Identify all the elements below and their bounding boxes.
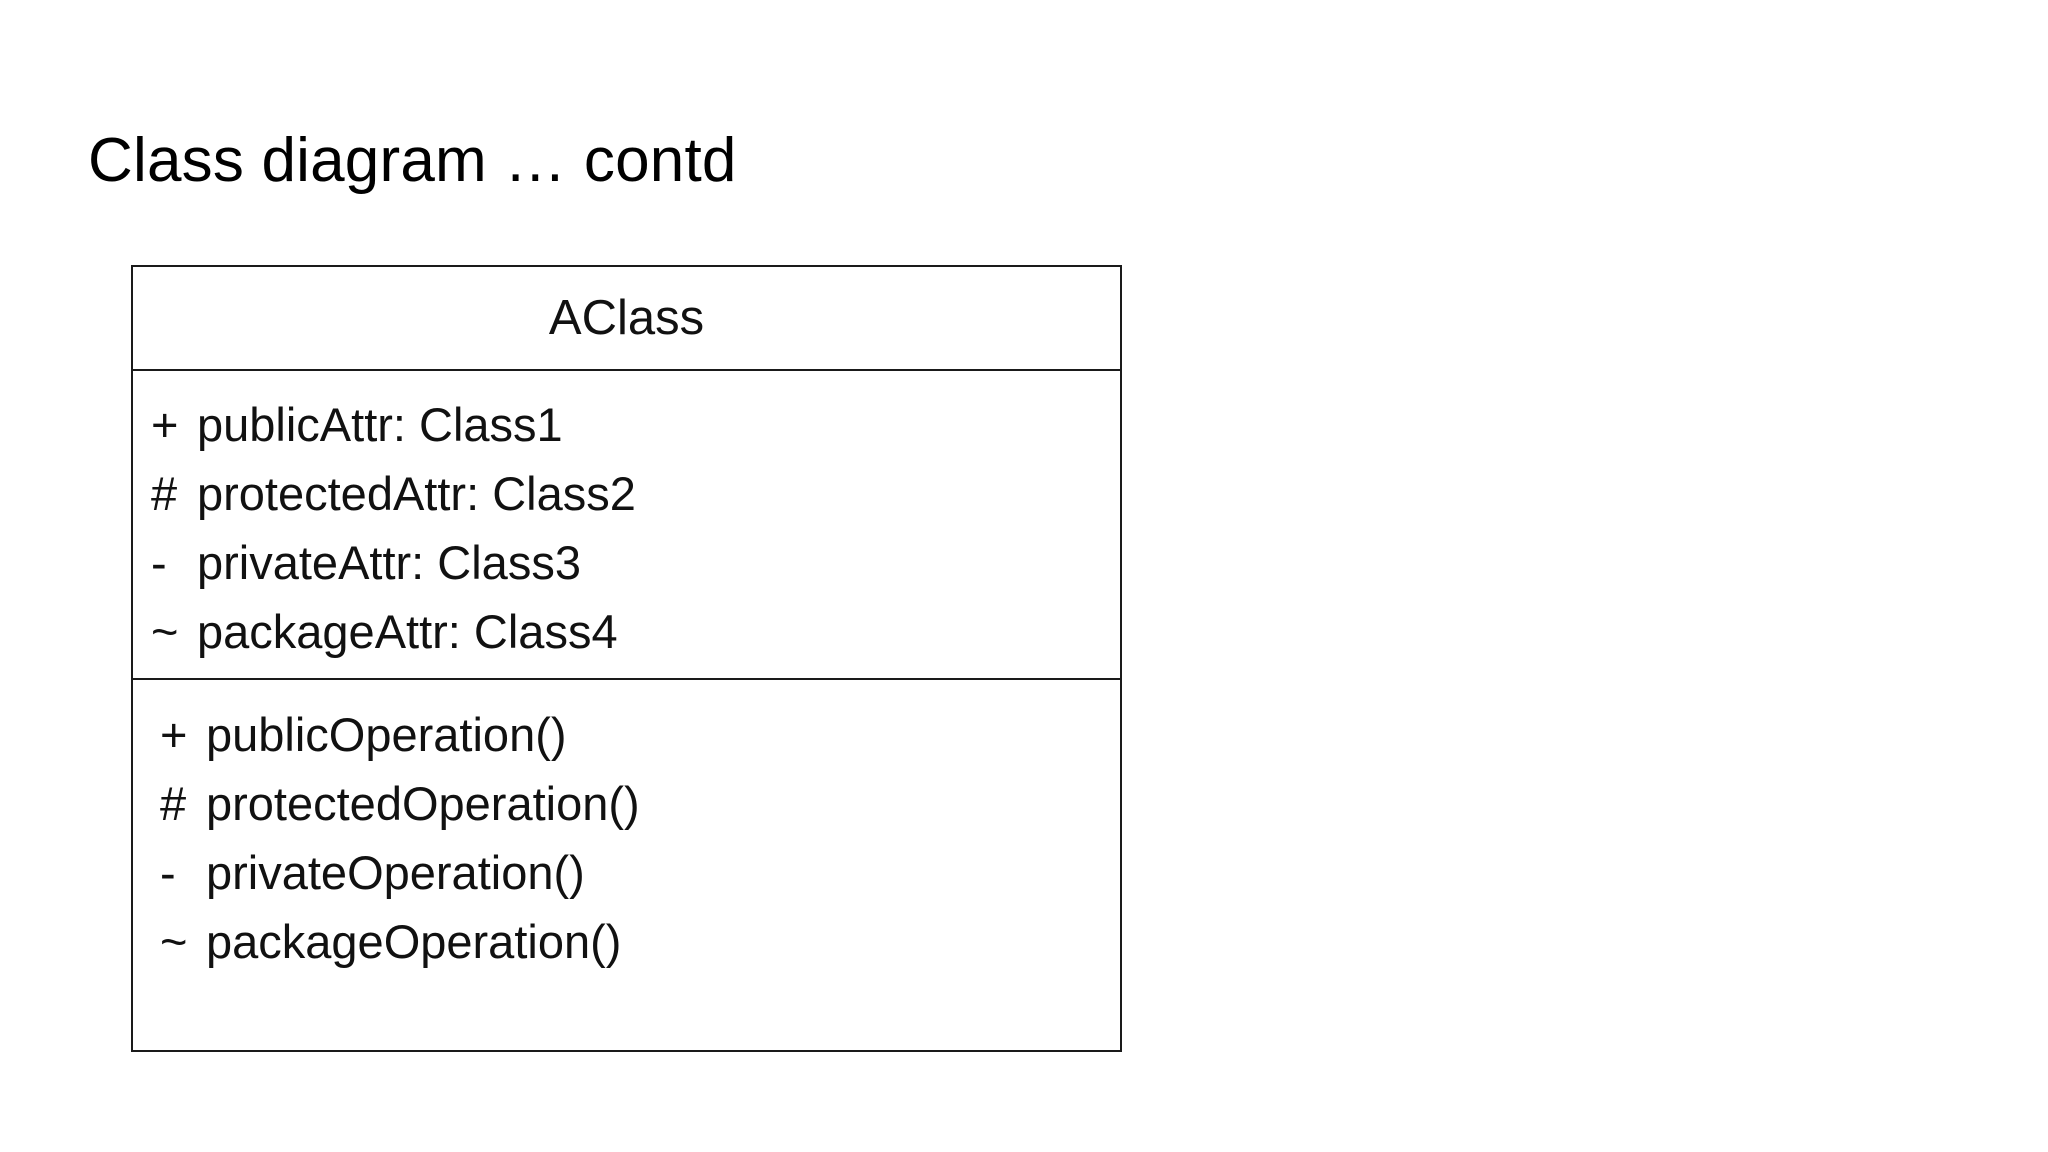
visibility-marker-public: + <box>160 708 188 761</box>
uml-operation-label: publicOperation() <box>206 708 567 761</box>
uml-operation-label: packageOperation() <box>206 915 622 968</box>
uml-attribute-label: packageAttr: Class4 <box>197 605 618 658</box>
uml-class-box: AClass + publicAttr: Class1 # protectedA… <box>131 265 1122 1052</box>
visibility-marker-package: ~ <box>160 915 188 968</box>
uml-attributes-compartment: + publicAttr: Class1 # protectedAttr: Cl… <box>133 371 1120 680</box>
uml-operation-row: ~ packageOperation() <box>133 907 1120 976</box>
uml-attribute-label: publicAttr: Class1 <box>197 398 563 451</box>
uml-operation-label: privateOperation() <box>206 846 585 899</box>
visibility-marker-private: - <box>160 846 176 899</box>
uml-operation-label: protectedOperation() <box>206 777 640 830</box>
uml-attribute-label: privateAttr: Class3 <box>197 536 581 589</box>
uml-name-compartment: AClass <box>133 267 1120 371</box>
uml-operation-row: + publicOperation() <box>133 700 1120 769</box>
uml-attribute-row: - privateAttr: Class3 <box>133 528 1120 597</box>
visibility-marker-protected: # <box>160 777 187 830</box>
visibility-marker-protected: # <box>151 467 178 520</box>
uml-attribute-row: # protectedAttr: Class2 <box>133 459 1120 528</box>
uml-operation-row: - privateOperation() <box>133 838 1120 907</box>
uml-attribute-row: ~ packageAttr: Class4 <box>133 597 1120 666</box>
visibility-marker-private: - <box>151 536 167 589</box>
visibility-marker-package: ~ <box>151 605 179 658</box>
uml-attribute-row: + publicAttr: Class1 <box>133 390 1120 459</box>
uml-operation-row: # protectedOperation() <box>133 769 1120 838</box>
page-title: Class diagram … contd <box>88 126 737 195</box>
visibility-marker-public: + <box>151 398 179 451</box>
uml-attribute-label: protectedAttr: Class2 <box>197 467 636 520</box>
uml-class-name: AClass <box>548 291 705 345</box>
uml-operations-compartment: + publicOperation() # protectedOperation… <box>133 680 1120 1050</box>
